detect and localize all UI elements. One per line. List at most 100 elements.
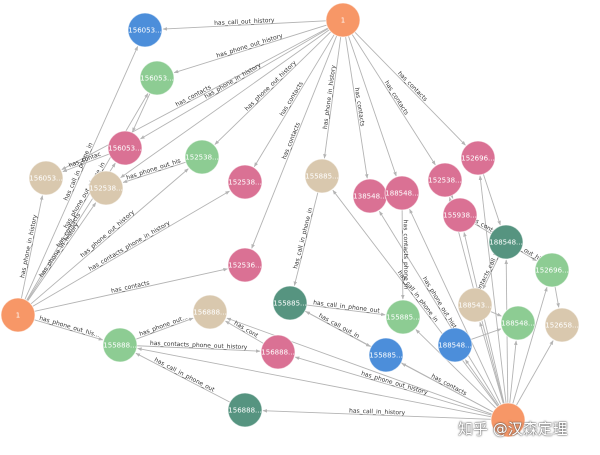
graph-node-g3[interactable]: 152696... bbox=[534, 252, 570, 288]
node-circle[interactable] bbox=[457, 287, 493, 323]
node-circle[interactable] bbox=[427, 162, 463, 198]
edge-d2-b2[interactable] bbox=[304, 310, 371, 347]
edge-o3-t3[interactable] bbox=[332, 189, 499, 407]
edge-o2-b1[interactable] bbox=[24, 46, 139, 300]
node-circle[interactable] bbox=[88, 170, 124, 206]
edge-o1-p1[interactable] bbox=[140, 28, 329, 140]
edge-t4-g5[interactable] bbox=[490, 311, 502, 317]
node-circle[interactable] bbox=[442, 197, 478, 233]
node-circle[interactable] bbox=[227, 247, 263, 283]
edge-d2-g4[interactable] bbox=[306, 304, 386, 317]
edge-o1-p4[interactable] bbox=[345, 36, 369, 179]
edge-o3-g3[interactable] bbox=[512, 286, 548, 404]
edge-o2-p2[interactable] bbox=[32, 190, 230, 307]
edge-o3-p7[interactable] bbox=[478, 175, 507, 404]
edge-o3-d3[interactable] bbox=[262, 409, 492, 420]
node-circle[interactable] bbox=[384, 175, 420, 211]
node-circle[interactable] bbox=[28, 160, 64, 196]
edge-g1-p1[interactable] bbox=[132, 93, 151, 133]
graph-node-d1[interactable]: 188548... bbox=[488, 224, 524, 260]
edge-p1-t1[interactable] bbox=[62, 153, 110, 173]
node-circle[interactable] bbox=[544, 307, 580, 343]
edge-b3-g5[interactable] bbox=[470, 328, 502, 340]
graph-node-t4[interactable]: 188543... bbox=[457, 287, 493, 323]
graph-node-o1[interactable]: 1 bbox=[325, 2, 361, 38]
edge-o1-p7[interactable] bbox=[354, 31, 466, 146]
edge-t3-d2[interactable] bbox=[293, 192, 319, 286]
edge-o1-p2[interactable] bbox=[253, 34, 335, 167]
edge-o3-t5[interactable] bbox=[516, 340, 554, 406]
node-circle[interactable] bbox=[227, 392, 263, 428]
edge-o3-p5[interactable] bbox=[409, 208, 502, 405]
graph-node-p7[interactable]: 152696... bbox=[460, 140, 496, 176]
edge-o2-p3[interactable] bbox=[34, 267, 228, 312]
edge-g3-t5[interactable] bbox=[554, 286, 560, 308]
node-circle[interactable] bbox=[325, 2, 361, 38]
edge-o3-g5[interactable] bbox=[509, 340, 518, 404]
node-circle[interactable] bbox=[534, 252, 570, 288]
edge-o1-t2[interactable] bbox=[120, 29, 330, 178]
edge-o2-t1[interactable] bbox=[20, 195, 44, 299]
edge-o1-p6[interactable] bbox=[351, 34, 436, 166]
graph-node-g6[interactable]: 155888... bbox=[102, 327, 138, 363]
node-circle[interactable] bbox=[460, 140, 496, 176]
node-circle[interactable] bbox=[368, 337, 404, 373]
edge-o3-p9[interactable] bbox=[294, 356, 492, 416]
graph-node-d2[interactable]: 155885... bbox=[272, 285, 308, 321]
node-circle[interactable] bbox=[260, 334, 296, 370]
graph-node-g4[interactable]: 155885... bbox=[385, 299, 421, 335]
edge-p5-g4[interactable] bbox=[401, 209, 405, 300]
edge-p7-d1[interactable] bbox=[482, 173, 501, 226]
edge-g2-t2[interactable] bbox=[122, 161, 186, 183]
node-circle[interactable] bbox=[490, 402, 526, 438]
edge-o1-b1[interactable] bbox=[162, 20, 327, 31]
edge-o1-t1[interactable] bbox=[61, 27, 329, 170]
edge-o1-p3[interactable] bbox=[251, 35, 338, 249]
node-circle[interactable] bbox=[102, 327, 138, 363]
graph-node-t5[interactable]: 152658... bbox=[544, 307, 580, 343]
graph-node-p8[interactable]: 155938... bbox=[442, 197, 478, 233]
edge-o3-g6[interactable] bbox=[137, 347, 492, 418]
graph-node-g1[interactable]: 156053... bbox=[139, 60, 175, 96]
graph-node-o3[interactable] bbox=[490, 402, 526, 438]
edge-o2-g1[interactable] bbox=[26, 93, 149, 301]
graph-node-b1[interactable]: 156053... bbox=[127, 12, 163, 48]
node-circle[interactable] bbox=[127, 12, 163, 48]
graph-node-d3[interactable]: 156888... bbox=[227, 392, 263, 428]
node-circle[interactable] bbox=[272, 285, 308, 321]
graph-node-o2[interactable]: 1 bbox=[0, 297, 36, 333]
edge-o2-t2[interactable] bbox=[27, 202, 97, 302]
edge-o1-g1[interactable] bbox=[173, 24, 327, 74]
node-circle[interactable] bbox=[192, 294, 228, 330]
edge-d3-g6[interactable] bbox=[135, 352, 231, 403]
edge-p6-p8[interactable] bbox=[449, 194, 454, 199]
graph-node-p1[interactable]: 156053... bbox=[107, 130, 143, 166]
node-circle[interactable] bbox=[304, 158, 340, 194]
graph-node-t1[interactable]: 156053... bbox=[28, 160, 64, 196]
edge-g6-p9[interactable] bbox=[136, 345, 261, 353]
edge-d1-t4[interactable] bbox=[482, 257, 499, 290]
graph-node-g5[interactable]: 188548... bbox=[500, 305, 536, 341]
graph-node-p4[interactable]: 138548... bbox=[352, 178, 388, 214]
edge-o2-g2[interactable] bbox=[30, 168, 189, 305]
edge-o3-t6[interactable] bbox=[226, 317, 493, 415]
edge-o3-g4[interactable] bbox=[415, 329, 497, 409]
graph-node-p2[interactable]: 152538... bbox=[227, 164, 263, 200]
graph-node-p6[interactable]: 152538... bbox=[427, 162, 463, 198]
node-circle[interactable] bbox=[0, 297, 36, 333]
graph-node-t6[interactable]: 156888... bbox=[192, 294, 228, 330]
node-circle[interactable] bbox=[488, 224, 524, 260]
node-circle[interactable] bbox=[437, 327, 473, 363]
edge-p9-t6[interactable] bbox=[225, 320, 264, 344]
edge-o3-b3[interactable] bbox=[465, 359, 499, 407]
graph-node-t3[interactable]: 155885... bbox=[304, 158, 340, 194]
edge-o1-t3[interactable] bbox=[323, 36, 342, 159]
graph-node-b3[interactable]: 188548... bbox=[437, 327, 473, 363]
node-circle[interactable] bbox=[500, 305, 536, 341]
graph-node-b2[interactable]: 155885... bbox=[368, 337, 404, 373]
edge-o2-g6[interactable] bbox=[34, 319, 104, 341]
edge-o1-p5[interactable] bbox=[348, 35, 397, 177]
node-circle[interactable] bbox=[139, 60, 175, 96]
graph-node-t2[interactable]: 152538... bbox=[88, 170, 124, 206]
